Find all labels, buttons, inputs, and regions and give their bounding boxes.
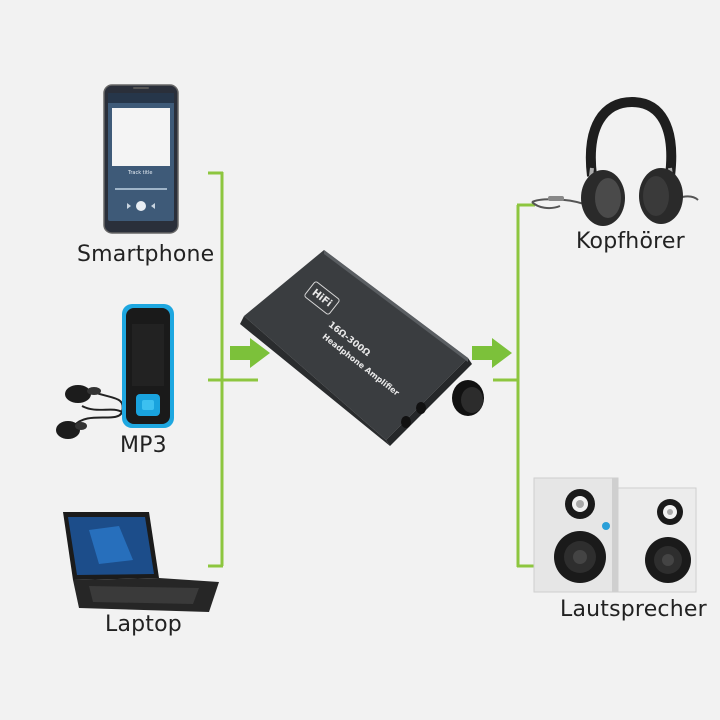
mp3-player (52, 302, 176, 444)
source-label-laptop: Laptop (105, 612, 182, 637)
smartphone-icon (103, 84, 179, 234)
source-label-mp3: MP3 (120, 433, 167, 458)
headphones (528, 96, 700, 230)
laptop (59, 510, 221, 614)
phone-track-title: Track title (128, 170, 153, 176)
smartphone: Track title (103, 84, 179, 234)
headphone-amplifier-icon (240, 250, 484, 446)
source-label-smartphone: Smartphone (77, 242, 215, 267)
speakers (532, 472, 698, 594)
arrow-right-icon (230, 338, 270, 368)
arrow-right-icon (472, 338, 512, 368)
headphone-amplifier: HiFi 16Ω-300Ω Headphone Amplifier (236, 246, 494, 446)
laptop-icon (63, 512, 219, 612)
mp3-player-icon (56, 304, 174, 439)
headphones-icon (531, 96, 699, 226)
speakers-icon (533, 477, 697, 593)
output-label-headphones: Kopfhörer (576, 229, 685, 254)
output-label-speakers: Lautsprecher (560, 597, 707, 622)
